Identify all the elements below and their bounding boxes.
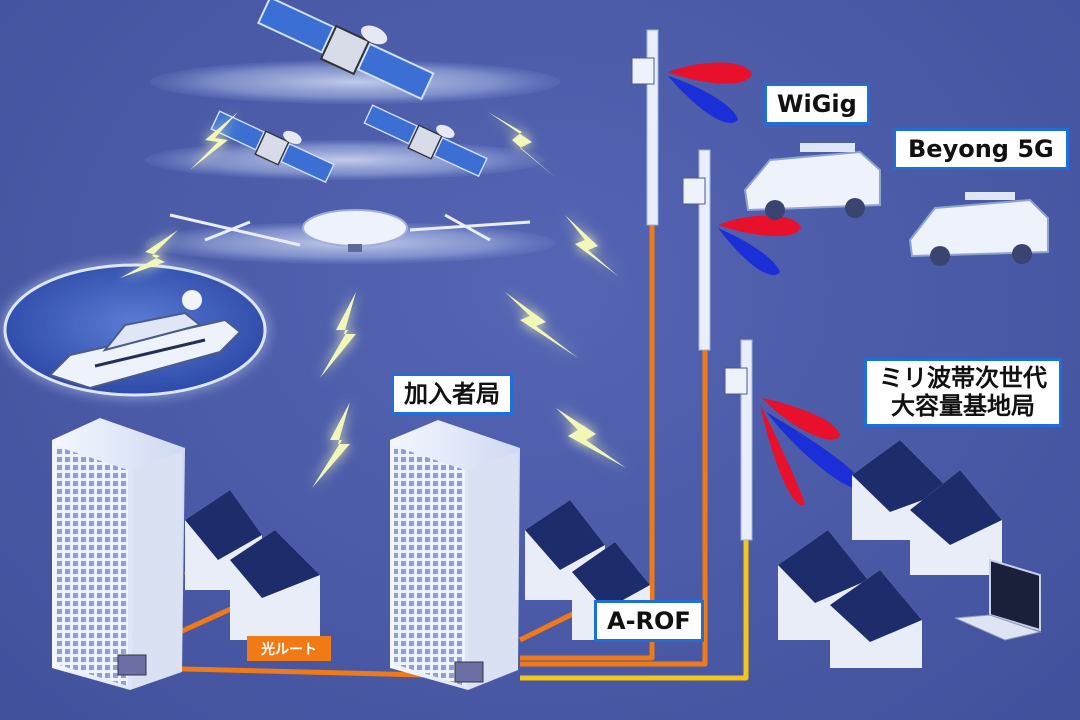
beam-red [760, 404, 805, 506]
house-icon [230, 530, 320, 640]
mmwave-label-line1: ミリ波帯次世代 [879, 364, 1047, 392]
subscriber-station-label: 加入者局 [391, 373, 513, 415]
wireless-link-icons [120, 112, 626, 488]
orbit-disc-satellite [150, 60, 560, 104]
lightning-icon [190, 112, 238, 170]
beam-red [668, 62, 752, 84]
house-icon [910, 470, 1002, 575]
fiber-line-orange [144, 665, 466, 679]
mmwave-base-station-label: ミリ波帯次世代 大容量基地局 [864, 358, 1062, 428]
house-group [185, 440, 1002, 668]
airship-icon [302, 209, 408, 252]
beam-blue [718, 228, 780, 275]
fiber-line-orange [520, 340, 708, 667]
optical-node [454, 661, 484, 683]
beam-red [762, 398, 840, 440]
fiber-line-orange [520, 220, 655, 661]
antenna-pole [724, 339, 753, 541]
beam-blue [668, 76, 738, 123]
skyscraper [390, 420, 520, 690]
lightning-icon [505, 292, 578, 358]
lightning-icon [488, 112, 556, 178]
lightning-icon [565, 215, 618, 276]
van-icon [743, 143, 881, 220]
satellite-icon [363, 104, 488, 178]
mmwave-label-line2: 大容量基地局 [891, 391, 1035, 420]
optical-node [117, 654, 147, 676]
mmwave-beams [668, 62, 866, 506]
antenna-pole [631, 29, 659, 226]
antenna-pole [682, 149, 711, 351]
beam-blue [766, 412, 866, 490]
beyond5g-label: Beyong 5G [893, 128, 1069, 170]
beam-red [718, 215, 801, 237]
satellite-icon [257, 0, 435, 101]
fiber-routes [144, 220, 749, 681]
wigig-label: WiGig [764, 83, 870, 125]
skyscraper [52, 418, 185, 690]
lightning-icon [556, 408, 626, 468]
house-icon [830, 570, 922, 668]
lightning-icon [312, 402, 350, 488]
lightning-icon [120, 230, 178, 278]
lightning-icon [320, 292, 356, 378]
laptop-icon [954, 558, 1042, 641]
van-icon [908, 192, 1049, 266]
optical-route-label: 光ルート [247, 636, 331, 661]
fiber-line-yellow [520, 540, 749, 681]
ship-scene [3, 263, 267, 397]
arof-label: A-ROF [594, 600, 704, 642]
satellite-icon [210, 110, 335, 184]
drone-icon [169, 213, 531, 247]
